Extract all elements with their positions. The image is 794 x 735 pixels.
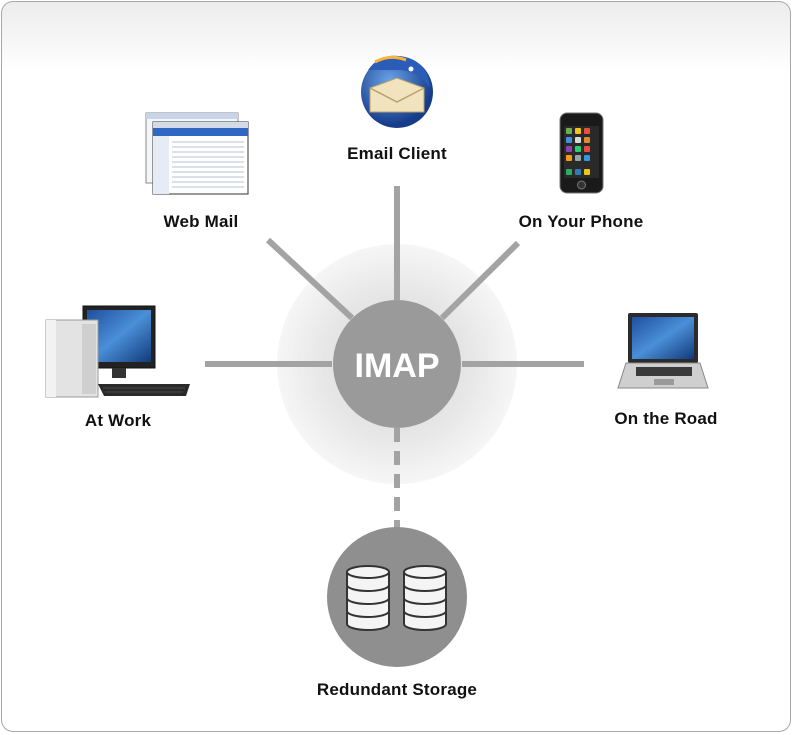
label-web-mail: Web Mail (163, 212, 239, 231)
webmail-screenshot-icon (145, 112, 249, 195)
label-email-client: Email Client (347, 144, 447, 163)
imap-hub (333, 300, 461, 428)
label-redundant-storage: Redundant Storage (316, 680, 478, 699)
label-on-the-road: On the Road (614, 409, 718, 428)
storage-circle (327, 527, 467, 667)
database-stack-icon (346, 565, 447, 631)
imap-hub-label: IMAP (355, 347, 440, 385)
thunderbird-mail-icon (361, 55, 433, 128)
label-on-your-phone: On Your Phone (518, 212, 644, 231)
laptop-icon (617, 313, 709, 389)
connector-phone (439, 240, 521, 321)
connector-web-mail (265, 237, 355, 321)
smartphone-icon (559, 112, 604, 194)
connectors (205, 186, 584, 528)
label-at-work: At Work (84, 411, 152, 430)
desktop-computer-icon (45, 305, 190, 398)
